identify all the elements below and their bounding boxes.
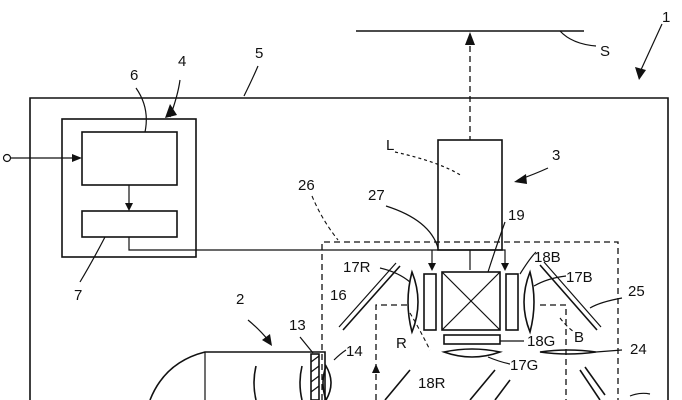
light-leader	[394, 151, 463, 177]
pbs-hatch-2	[310, 365, 320, 373]
label-unit18R: 18R	[418, 375, 446, 392]
block7-leader	[79, 236, 106, 283]
label-unit26: 26	[298, 177, 315, 194]
red-leader	[409, 312, 431, 351]
lens-17B	[523, 269, 535, 335]
label-unit2: 2	[236, 291, 244, 308]
unit2-leader	[247, 319, 269, 341]
label-screen: S	[600, 43, 610, 60]
label-unit4: 4	[178, 53, 186, 70]
mirror-lower-3	[494, 379, 511, 400]
label-unit3: 3	[552, 147, 560, 164]
lens-14	[322, 364, 332, 400]
block-6	[81, 131, 178, 186]
label-unit17B: 17B	[566, 269, 593, 286]
panel18B-leader	[519, 251, 537, 275]
label-unit14: 14	[346, 343, 363, 360]
projection-lens	[437, 139, 503, 251]
control-box	[61, 118, 197, 258]
red-path-arrow	[372, 364, 380, 373]
pbs-13	[310, 353, 320, 400]
lens-integrator-1	[253, 365, 257, 400]
blue-path	[540, 304, 567, 400]
bottom-leader	[629, 392, 651, 397]
lens14-leader	[333, 349, 347, 361]
mirror-16	[342, 265, 401, 331]
housing-leader	[243, 65, 259, 97]
label-unit16: 16	[330, 287, 347, 304]
device-leader	[639, 23, 663, 73]
panel-18R	[423, 273, 437, 331]
pbs-hatch-1	[310, 355, 320, 363]
mirror-lower-1	[384, 369, 411, 400]
input-terminal	[2, 153, 12, 163]
label-unit17G: 17G	[510, 357, 538, 374]
label-unit19: 19	[508, 207, 525, 224]
illumination-housing	[149, 351, 326, 400]
device-arrowhead	[635, 67, 646, 80]
blue-leader	[559, 317, 575, 333]
lens17R-leader	[379, 267, 411, 283]
pbs-hatch-3	[310, 375, 320, 383]
label-unit25: 25	[628, 283, 645, 300]
control-wire	[128, 237, 506, 265]
dichroic-24	[539, 349, 597, 355]
control-arrowhead	[165, 104, 177, 118]
label-light: L	[386, 137, 394, 154]
label-unit17R: 17R	[343, 259, 371, 276]
cross-prism	[441, 271, 501, 331]
wire-arrow-left	[428, 263, 436, 271]
panel-18G	[443, 334, 501, 345]
label-device: 1	[662, 9, 670, 26]
screen-leader	[559, 30, 597, 47]
block6-leader	[135, 87, 147, 133]
unit2-arrowhead	[262, 334, 272, 346]
mirror-lower-4b	[584, 366, 606, 396]
lens-17R	[407, 269, 419, 335]
mirror-lower-4	[579, 369, 601, 400]
label-unit18G: 18G	[527, 333, 555, 350]
dichroic-leader	[595, 349, 623, 353]
label-unit13: 13	[289, 317, 306, 334]
label-unit24: 24	[630, 341, 647, 358]
wire-arrow-right	[501, 263, 509, 271]
lens-integrator-2	[299, 365, 303, 400]
panel-18B	[505, 273, 519, 331]
prism-leader	[487, 221, 506, 273]
mirror25-leader	[589, 297, 623, 309]
mirror-25-back	[543, 261, 602, 328]
prism-diag-2	[441, 271, 501, 331]
pbs-leader	[299, 336, 314, 354]
label-unit7: 7	[74, 287, 82, 304]
unit27-leader	[385, 205, 439, 249]
label-R: R	[396, 335, 407, 352]
lens17B-leader	[533, 275, 567, 287]
mirror-16-back	[338, 262, 397, 328]
mirror-25	[539, 264, 598, 331]
red-path	[375, 304, 410, 400]
beam-arrowhead	[465, 32, 475, 45]
label-unit18B: 18B	[534, 249, 561, 266]
housing-outline	[29, 97, 669, 400]
unit26-leader	[311, 195, 339, 241]
label-unit27: 27	[368, 187, 385, 204]
input-arrowhead	[72, 154, 82, 162]
label-unit6: 6	[130, 67, 138, 84]
label-unit5: 5	[255, 45, 263, 62]
lens-arrowhead	[514, 174, 527, 184]
lens-17G	[441, 348, 503, 358]
mirror-lower-2	[469, 369, 496, 400]
block-7	[81, 210, 178, 238]
pbs-hatch-4	[310, 385, 320, 393]
lens17G-leader	[487, 356, 511, 365]
label-B: B	[574, 329, 584, 346]
block-link-arrowhead	[125, 203, 133, 211]
optical-unit-26	[321, 241, 619, 400]
